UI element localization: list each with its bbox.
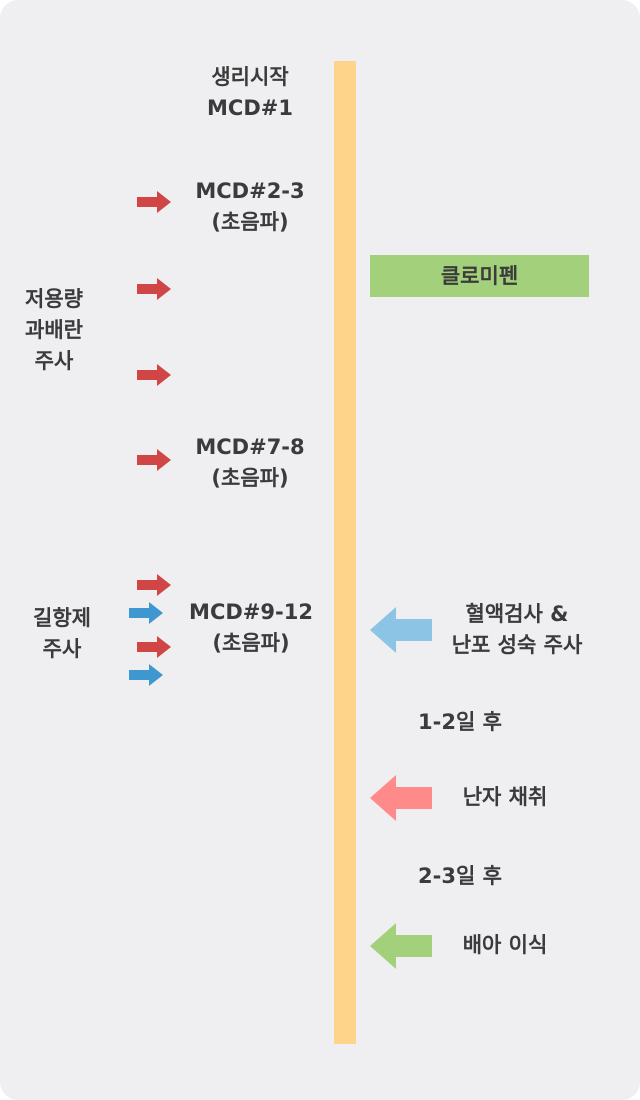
event-egg-retrieval: 난자 채취 [440, 782, 570, 813]
injection-arrow-red-icon [137, 278, 171, 300]
step-mcd-7-8-line1: MCD#7-8 [195, 435, 305, 459]
event-blood-test-trigger: 혈액검사 & 난포 성숙 주사 [432, 599, 602, 661]
interval-2-3-days: 2-3일 후 [400, 861, 520, 892]
injection-arrow-red-icon [137, 364, 171, 386]
label-antagonist-line2: 주사 [42, 637, 82, 661]
egg-retrieval-arrow-icon [370, 775, 432, 821]
timeline-bar [334, 61, 356, 1044]
label-low-dose-line2: 과배란 [25, 318, 83, 342]
clomiphene-box: 클로미펜 [370, 255, 589, 297]
injection-arrow-red-icon [137, 574, 171, 596]
injection-arrow-blue-icon [129, 664, 163, 686]
label-low-dose-stimulation: 저용량 과배란 주사 [14, 284, 94, 377]
step-cycle-start: 생리시작 MCD#1 [180, 62, 320, 124]
step-mcd-2-3: MCD#2-3 (초음파) [180, 176, 320, 238]
label-low-dose-line1: 저용량 [25, 287, 83, 311]
injection-arrow-blue-icon [129, 602, 163, 624]
step-cycle-start-line2: MCD#1 [207, 96, 293, 120]
step-mcd-9-12-line1: MCD#9-12 [189, 600, 313, 624]
step-mcd-7-8: MCD#7-8 (초음파) [180, 432, 320, 494]
step-mcd-7-8-line2: (초음파) [211, 466, 289, 490]
event-blood-test-line1: 혈액검사 & [465, 602, 569, 626]
step-mcd-2-3-line2: (초음파) [211, 210, 289, 234]
injection-arrow-red-icon [137, 449, 171, 471]
interval-1-2-days-text: 1-2일 후 [418, 710, 502, 734]
event-embryo-transfer: 배아 이식 [440, 930, 570, 961]
label-low-dose-line3: 주사 [34, 349, 74, 373]
step-cycle-start-line1: 생리시작 [211, 65, 289, 89]
injection-arrow-red-icon [137, 191, 171, 213]
embryo-transfer-arrow-icon [370, 923, 432, 969]
label-antagonist-line1: 길항제 [33, 606, 91, 630]
event-egg-retrieval-text: 난자 채취 [462, 785, 548, 809]
step-mcd-9-12: MCD#9-12 (초음파) [176, 597, 326, 659]
label-antagonist-injection: 길항제 주사 [22, 603, 102, 665]
injection-arrow-red-icon [137, 636, 171, 658]
step-mcd-9-12-line2: (초음파) [212, 631, 290, 655]
blood-test-arrow-icon [370, 607, 432, 653]
event-embryo-transfer-text: 배아 이식 [462, 933, 548, 957]
interval-2-3-days-text: 2-3일 후 [418, 864, 502, 888]
step-mcd-2-3-line1: MCD#2-3 [195, 179, 305, 203]
event-blood-test-line2: 난포 성숙 주사 [451, 633, 583, 657]
interval-1-2-days: 1-2일 후 [400, 707, 520, 738]
